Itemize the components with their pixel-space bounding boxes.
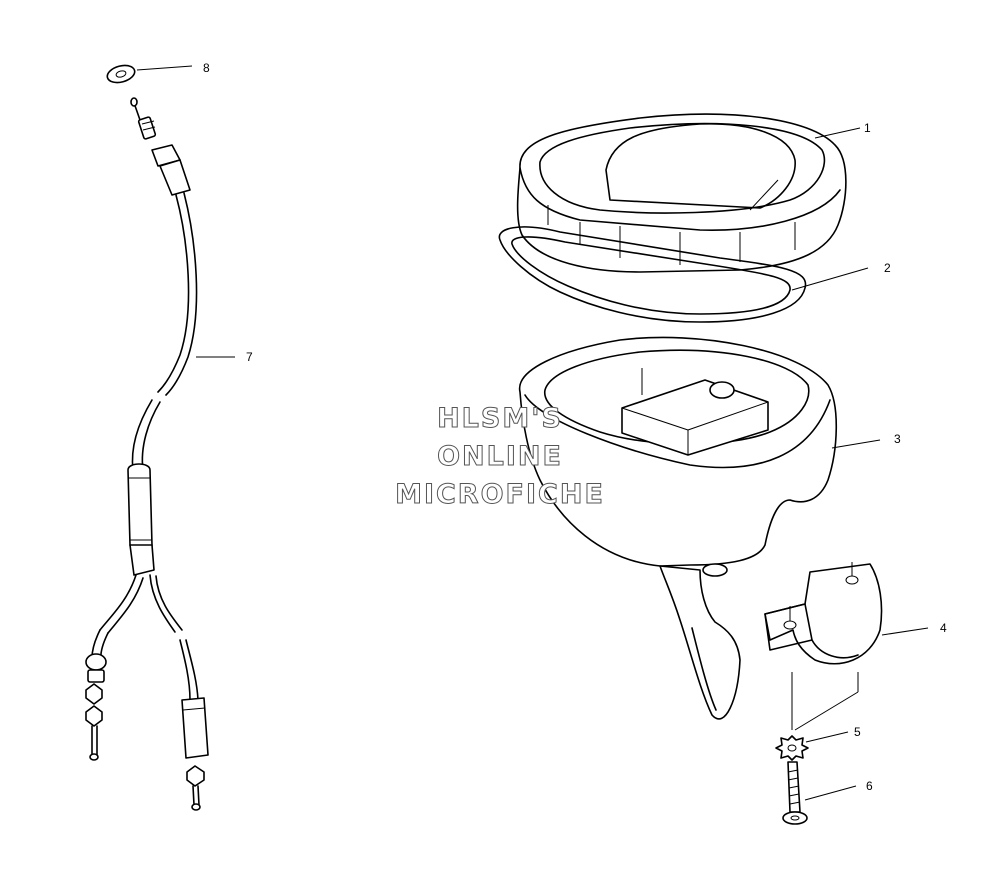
leader-line-5 <box>805 731 849 743</box>
housing-cover-part-1 <box>516 113 847 273</box>
watermark-line-1: HLSM'S <box>437 403 563 434</box>
callout-6: 6 <box>866 779 873 793</box>
callout-7: 7 <box>246 350 253 364</box>
throttle-cable-part-7 <box>85 97 209 811</box>
gasket-part-2 <box>498 226 807 323</box>
leader-line-8 <box>136 65 193 71</box>
assembly-line <box>794 691 859 731</box>
leader-line-3 <box>831 439 881 449</box>
callout-2: 2 <box>884 261 891 275</box>
leader-line-2 <box>791 267 869 291</box>
callout-8: 8 <box>203 61 210 75</box>
watermark-line-3: MICROFICHE <box>395 479 605 510</box>
star-washer-part-5 <box>775 735 809 761</box>
leader-line-6 <box>804 785 857 801</box>
leader-line-4 <box>881 627 929 636</box>
callout-3: 3 <box>894 432 901 446</box>
housing-body-part-3 <box>518 336 838 720</box>
washer-part-8 <box>106 64 136 84</box>
screw-part-6 <box>782 761 808 825</box>
watermark-line-2: ONLINE <box>437 441 563 472</box>
callout-5: 5 <box>854 725 861 739</box>
callout-1: 1 <box>864 121 871 135</box>
clamp-part-4 <box>764 562 883 665</box>
leader-line-1 <box>814 127 861 139</box>
callout-4: 4 <box>940 621 947 635</box>
